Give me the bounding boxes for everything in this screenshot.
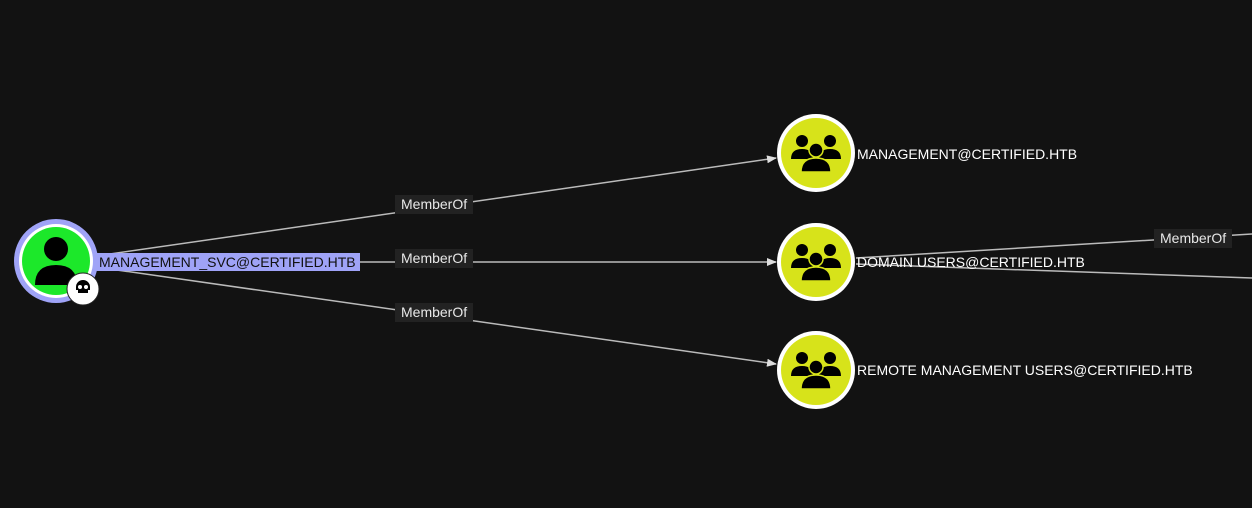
group-icon	[791, 135, 841, 173]
group-icon	[791, 352, 841, 390]
group-icon	[791, 244, 841, 282]
node-label-management-svc[interactable]: MANAGEMENT_SVC@CERTIFIED.HTB	[95, 253, 360, 271]
node-label-domain-users[interactable]: DOMAIN USERS@CERTIFIED.HTB	[857, 254, 1085, 270]
node-management-svc[interactable]	[14, 219, 100, 306]
edge-label-memberof[interactable]: MemberOf	[395, 195, 474, 214]
edge-memberof-offscreen-2[interactable]	[855, 263, 1252, 279]
edge-label-memberof[interactable]: MemberOf	[395, 303, 474, 322]
user-icon	[35, 237, 77, 285]
node-label-remote-management-users[interactable]: REMOTE MANAGEMENT USERS@CERTIFIED.HTB	[857, 362, 1193, 378]
node-remote-management-users[interactable]	[777, 331, 855, 409]
skull-icon	[66, 272, 100, 306]
node-label-management[interactable]: MANAGEMENT@CERTIFIED.HTB	[857, 146, 1078, 162]
node-management[interactable]	[777, 114, 855, 192]
node-domain-users[interactable]	[777, 223, 855, 301]
edge-label-memberof[interactable]: MemberOf	[395, 249, 474, 268]
edge-label-memberof[interactable]: MemberOf	[1154, 229, 1233, 248]
